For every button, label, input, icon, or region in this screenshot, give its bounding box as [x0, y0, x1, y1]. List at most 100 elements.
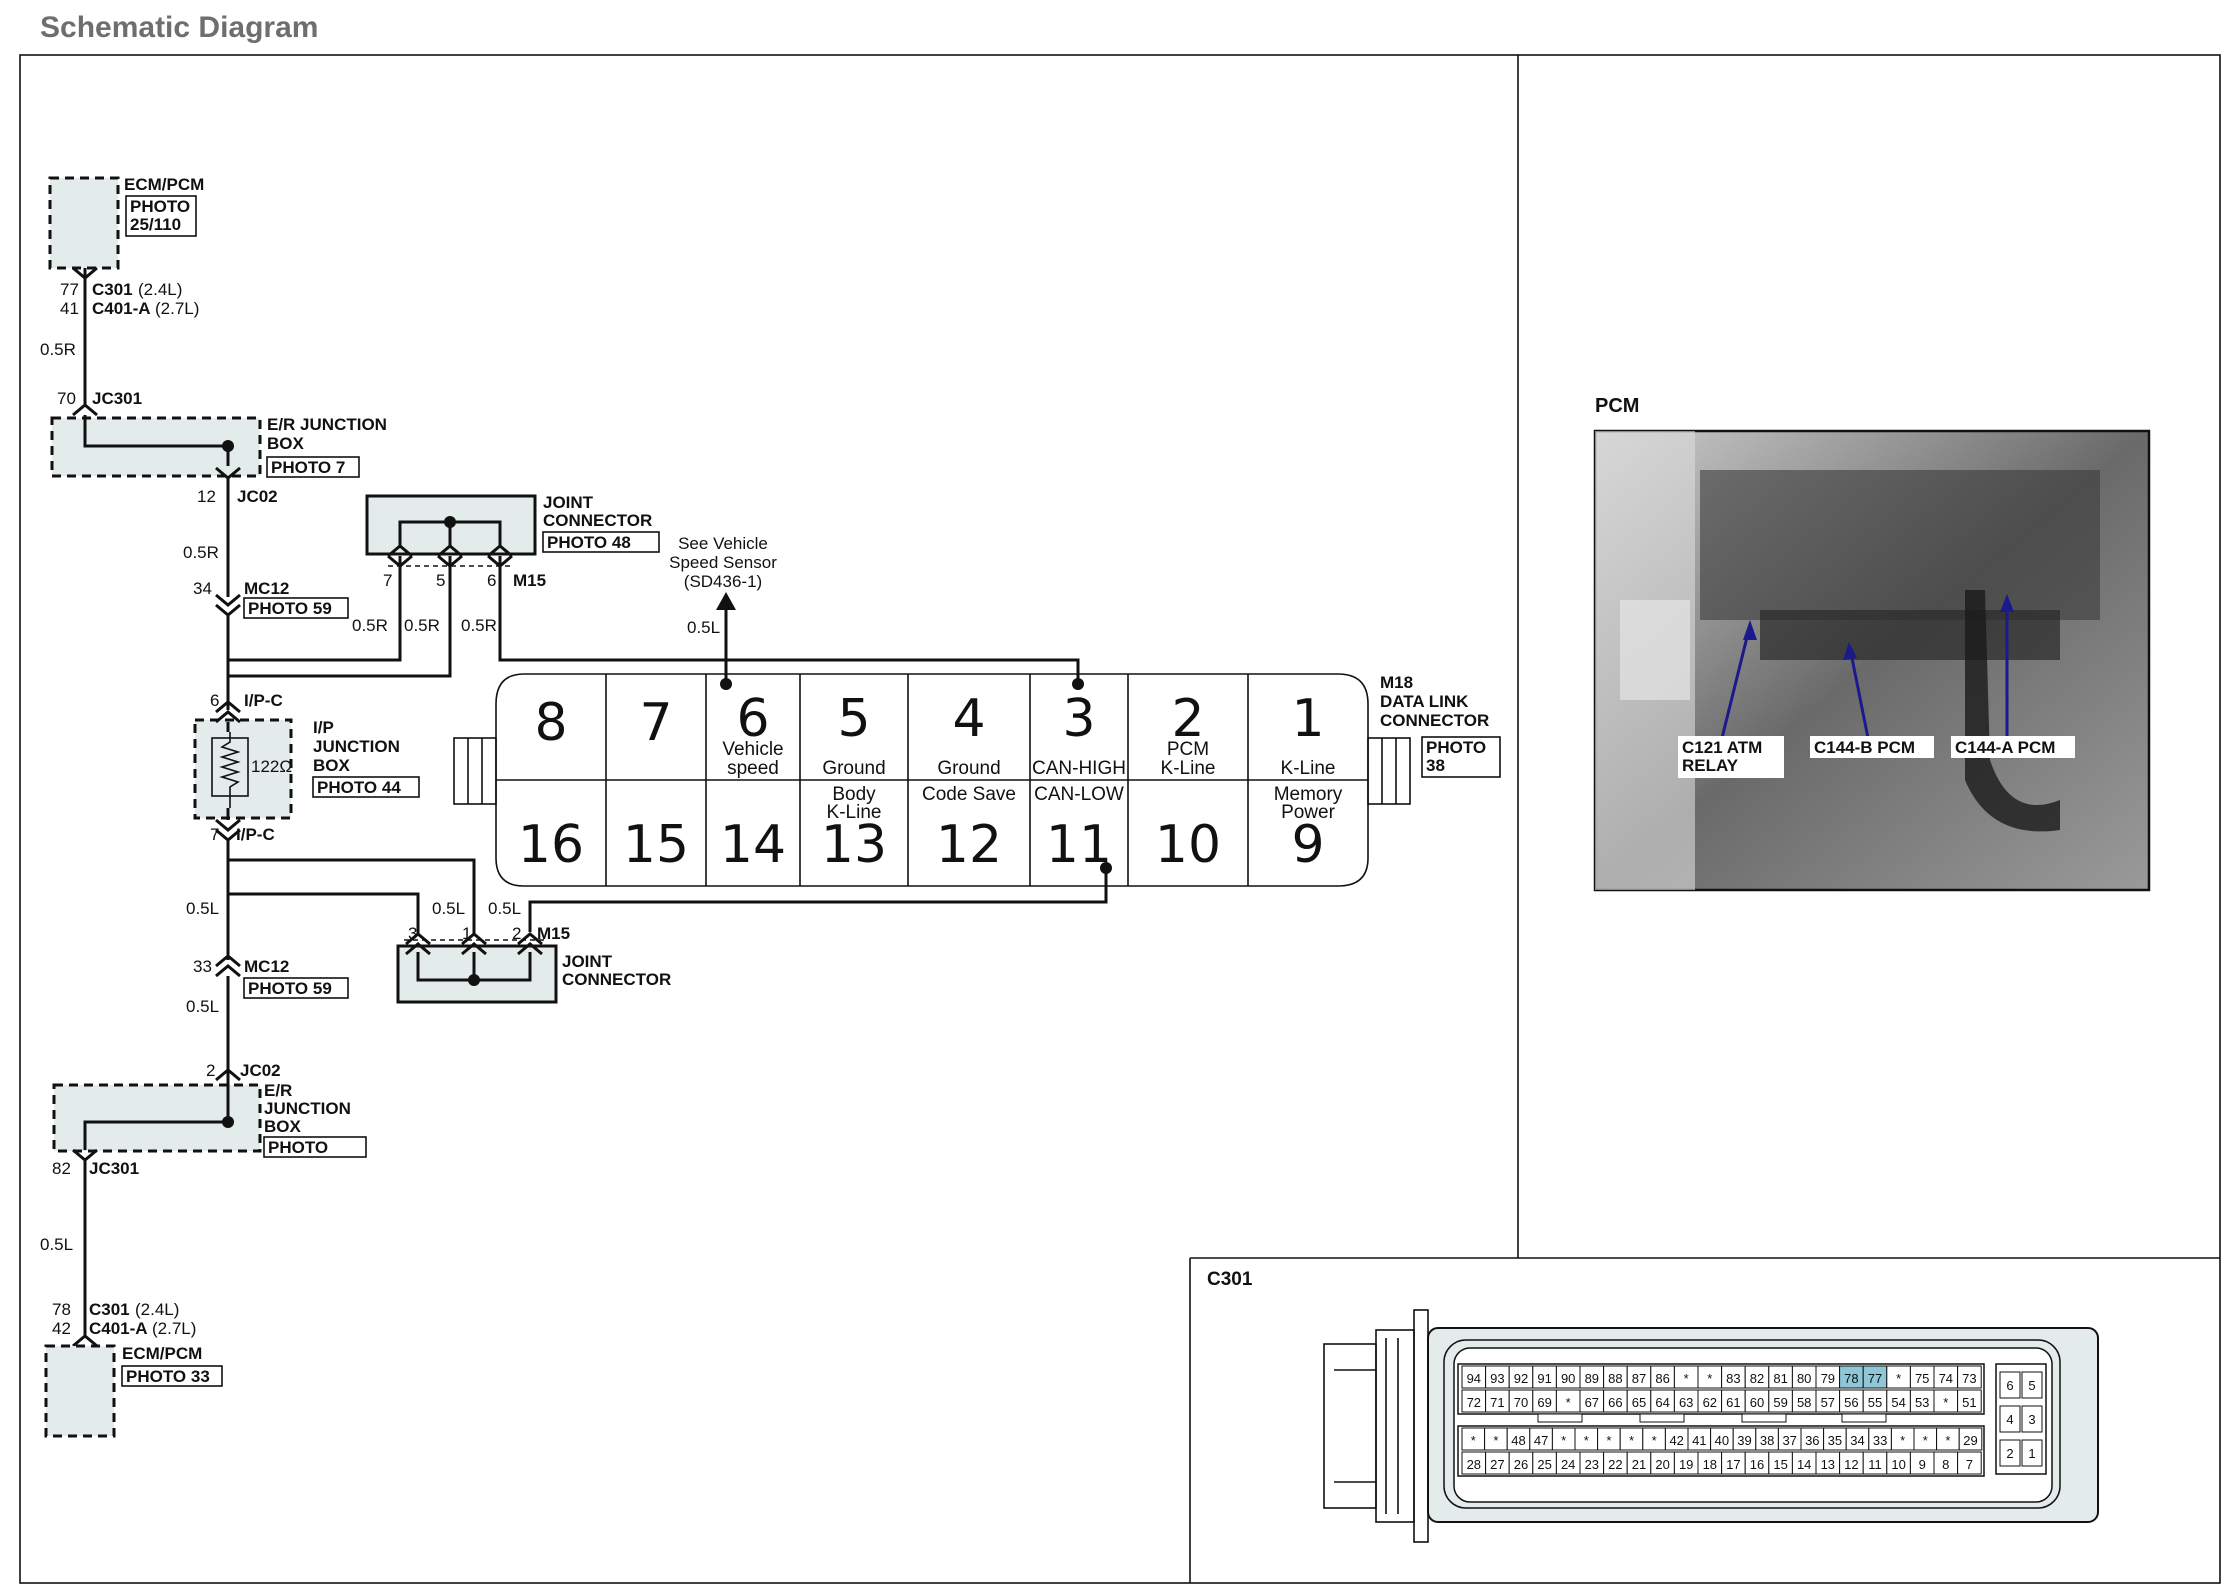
c301-aux-pin-1: 1 — [2028, 1446, 2035, 1461]
dlc-pin-12-desc1: Code Save — [922, 784, 1016, 805]
c301-pin-18: 18 — [1703, 1457, 1717, 1472]
wire-label-l1: 0.5L — [186, 899, 219, 918]
ecm-bottom-conn-b-spec: (2.7L) — [152, 1319, 196, 1338]
ip-pin-top: 6 — [210, 691, 219, 710]
c301-pin-59: 59 — [1773, 1395, 1787, 1410]
ecm-bottom-conn-b: C401-A — [89, 1319, 148, 1338]
c301-pin-25: 25 — [1537, 1457, 1551, 1472]
wire-joint3-to-main — [228, 892, 420, 934]
c301-pin-64: 64 — [1655, 1395, 1669, 1410]
c301-pin-54: 54 — [1891, 1395, 1905, 1410]
c301-pin-90: 90 — [1561, 1371, 1575, 1386]
wire-joint6-to-pin3 — [498, 566, 1080, 682]
c301-key-tab — [1741, 1413, 1787, 1423]
mc12-bottom-photo: PHOTO 59 — [248, 979, 332, 998]
wire-joint5-to-ip — [228, 566, 452, 678]
ecm-bottom-pin-a: 78 — [52, 1300, 71, 1319]
c301-pin-60: 60 — [1750, 1395, 1764, 1410]
mc12-top-pin: 34 — [193, 579, 212, 598]
dlc-pin-6-desc2: speed — [727, 758, 779, 779]
c301-pin-28: 28 — [1467, 1457, 1481, 1472]
c301-pin-*: * — [1896, 1371, 1901, 1386]
c301-pin-70: 70 — [1514, 1395, 1528, 1410]
c301-pin-*: * — [1707, 1371, 1712, 1386]
dlc-label-2: CONNECTOR — [1380, 711, 1489, 730]
ip-label-1: I/P — [313, 718, 334, 737]
c301-pin-24: 24 — [1561, 1457, 1575, 1472]
er-bottom-pin-in: 2 — [206, 1061, 215, 1080]
arrow-up-icon — [716, 592, 736, 610]
c301-pin-62: 62 — [1703, 1395, 1717, 1410]
dlc-pin-7: 7 — [639, 693, 672, 753]
dlc-pin-6-desc1: Vehicle — [722, 739, 783, 760]
c301-pin-47: 47 — [1534, 1433, 1548, 1448]
c301-pin-*: * — [1652, 1433, 1657, 1448]
c301-pin-cell — [1957, 1389, 1982, 1413]
dlc-pin-13-desc1: Body — [832, 784, 876, 805]
joint-bottom-conn: M15 — [537, 924, 570, 943]
ecm-top-conn-a-spec: (2.4L) — [138, 280, 182, 299]
ip-label-2: JUNCTION — [313, 737, 400, 756]
ip-pin-bottom: 7 — [210, 825, 219, 844]
c301-pin-23: 23 — [1585, 1457, 1599, 1472]
wire-label-ecm-top: 0.5R — [40, 340, 76, 359]
ecm-top-conn-b-spec: (2.7L) — [155, 299, 199, 318]
joint-bottom-pin-1: 1 — [462, 924, 471, 943]
c301-pin-14: 14 — [1797, 1457, 1811, 1472]
c301-pin-34: 34 — [1850, 1433, 1864, 1448]
ecm-top-pin-b: 41 — [60, 299, 79, 318]
c301-aux-cell — [2021, 1405, 2043, 1433]
c301-pin-38: 38 — [1760, 1433, 1774, 1448]
wire-label-mc12-bottom: 0.5L — [186, 997, 219, 1016]
er-bottom-label-1: E/R — [264, 1081, 292, 1100]
c301-pin-73: 73 — [1962, 1371, 1976, 1386]
c301-pin-89: 89 — [1585, 1371, 1599, 1386]
c301-pin-7: 7 — [1966, 1457, 1973, 1472]
c301-pin-cell — [1957, 1365, 1982, 1389]
wire-joint7-to-main — [228, 566, 402, 662]
c301-pin-16: 16 — [1750, 1457, 1764, 1472]
c301-pin-71: 71 — [1490, 1395, 1504, 1410]
c301-title: C301 — [1207, 1269, 1253, 1290]
c301-pin-79: 79 — [1821, 1371, 1835, 1386]
dlc-pin-16: 16 — [518, 815, 584, 875]
pcm-photo-panel: PCM C121 ATM RELAY C144-B PCM C144-A PCM — [1593, 395, 2151, 892]
ip-resistance: 122Ω — [251, 757, 292, 776]
ecm-top-photo-line2: 25/110 — [130, 215, 181, 234]
joint-connector-top: JOINT CONNECTOR PHOTO 48 7 5 6 M15 — [365, 493, 660, 590]
c301-pin-51: 51 — [1962, 1395, 1976, 1410]
c301-pin-cell — [1957, 1451, 1982, 1475]
joint-top-label-2: CONNECTOR — [543, 511, 652, 530]
speed-sensor-reference: See Vehicle Speed Sensor (SD436-1) 0.5L — [669, 534, 777, 690]
joint-top-pin-5: 5 — [436, 571, 445, 590]
dlc-pin-2: 2 — [1171, 689, 1204, 749]
dlc-pin-14: 14 — [720, 815, 786, 875]
dlc-pin-13: 13 — [821, 815, 887, 875]
c301-aux-pin-6: 6 — [2006, 1378, 2013, 1393]
c301-pin-22: 22 — [1608, 1457, 1622, 1472]
dlc-pin-4: 4 — [952, 689, 985, 749]
c301-pin-86: 86 — [1655, 1371, 1669, 1386]
c301-pin-*: * — [1584, 1433, 1589, 1448]
c301-pin-37: 37 — [1782, 1433, 1796, 1448]
c301-pin-35: 35 — [1828, 1433, 1842, 1448]
c301-pin-*: * — [1684, 1371, 1689, 1386]
dlc-pin-12: 12 — [936, 815, 1002, 875]
ip-label-3: BOX — [313, 756, 351, 775]
c301-pin-93: 93 — [1490, 1371, 1504, 1386]
c301-pin-65: 65 — [1632, 1395, 1646, 1410]
er-top-label-2: BOX — [267, 434, 305, 453]
c301-pin-*: * — [1606, 1433, 1611, 1448]
joint-bottom-pin-2: 2 — [512, 924, 521, 943]
c301-pin-*: * — [1471, 1433, 1476, 1448]
wire-joint1-to-ip — [228, 858, 476, 934]
ip-photo: PHOTO 44 — [317, 778, 401, 797]
dlc-pin-9-desc1: Memory — [1274, 784, 1343, 805]
c301-pin-13: 13 — [1821, 1457, 1835, 1472]
c301-pin-75: 75 — [1915, 1371, 1929, 1386]
pcm-photo-title: PCM — [1595, 395, 1639, 417]
c301-pin-*: * — [1945, 1433, 1950, 1448]
c301-pin-26: 26 — [1514, 1457, 1528, 1472]
